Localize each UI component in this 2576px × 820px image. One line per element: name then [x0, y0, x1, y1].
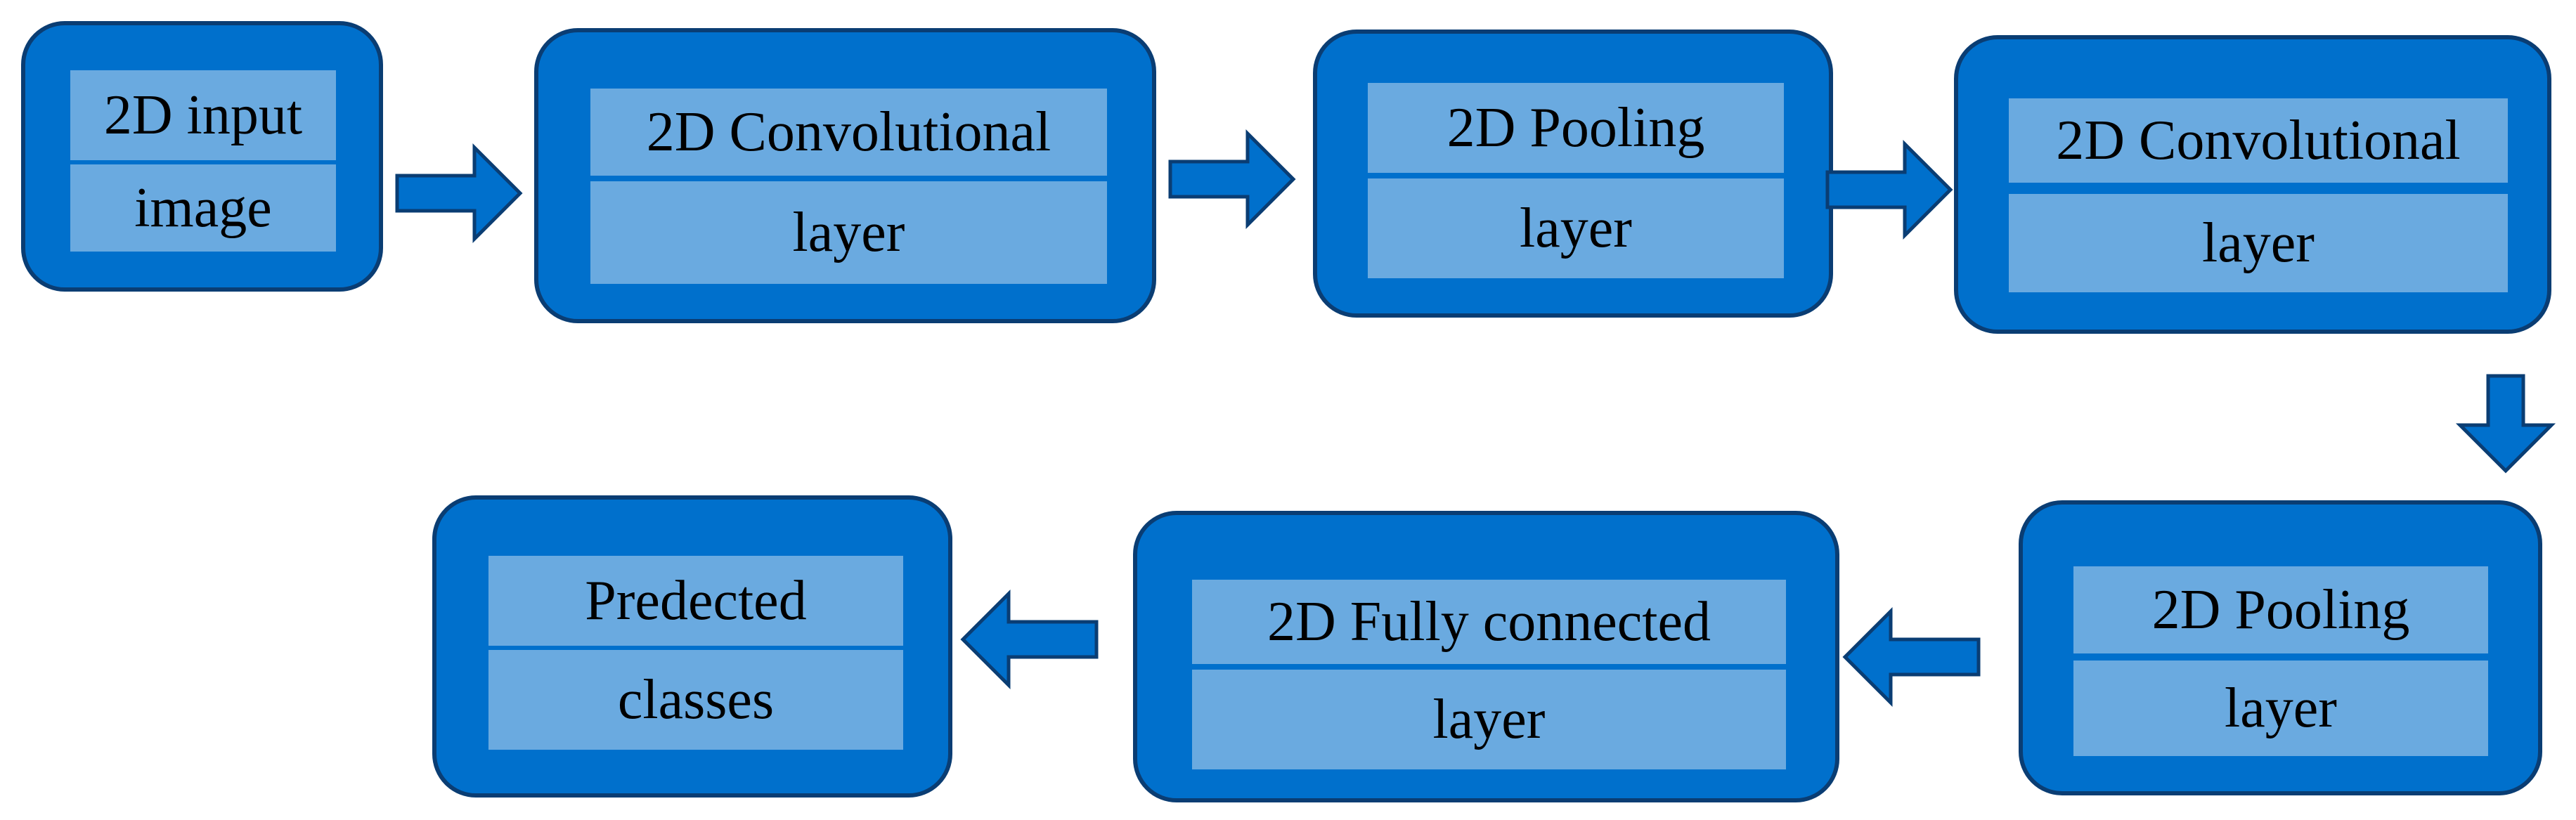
- node-pool2-top-label: 2D Pooling: [2073, 566, 2488, 653]
- node-fc: 2D Fully connected layer: [1133, 511, 1839, 802]
- node-pool2: 2D Pooling layer: [2019, 500, 2542, 795]
- node-conv2: 2D Convolutional layer: [1954, 35, 2551, 334]
- node-fc-top-label: 2D Fully connected: [1192, 580, 1786, 664]
- arrow-left-icon: [960, 589, 1099, 690]
- arrow-right-icon: [1168, 129, 1296, 230]
- node-pool1-top-label: 2D Pooling: [1368, 83, 1784, 173]
- arrow-left-icon: [1842, 606, 1981, 708]
- node-conv1-bottom-label: layer: [590, 181, 1107, 284]
- node-output-top-label: Predected: [488, 556, 903, 646]
- arrow-right-icon: [395, 143, 523, 244]
- node-output-bottom-label: classes: [488, 650, 903, 750]
- node-conv2-bottom-label: layer: [2009, 194, 2508, 292]
- node-fc-bottom-label: layer: [1192, 670, 1786, 769]
- arrow-right-icon: [1825, 139, 1953, 240]
- arrow-down-icon: [2455, 374, 2556, 474]
- node-pool2-bottom-label: layer: [2073, 660, 2488, 756]
- node-conv1-top-label: 2D Convolutional: [590, 89, 1107, 176]
- node-conv1: 2D Convolutional layer: [534, 28, 1156, 323]
- node-input-top-label: 2D input: [70, 70, 336, 160]
- node-pool1: 2D Pooling layer: [1313, 30, 1833, 318]
- node-input: 2D input image: [21, 21, 383, 292]
- node-output: Predected classes: [432, 495, 952, 798]
- node-conv2-top-label: 2D Convolutional: [2009, 98, 2508, 183]
- node-input-bottom-label: image: [70, 164, 336, 252]
- node-pool1-bottom-label: layer: [1368, 178, 1784, 278]
